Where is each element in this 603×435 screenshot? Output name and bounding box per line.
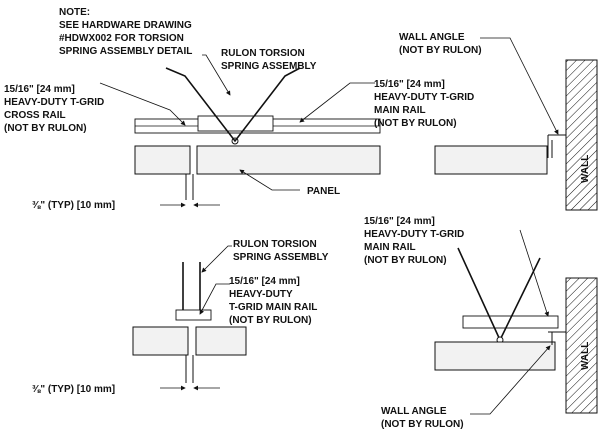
wall-angle-label-top-line-1: WALL ANGLE bbox=[399, 32, 465, 43]
panel-wall-top bbox=[434, 145, 548, 175]
note-line-4: SPRING ASSEMBLY DETAIL bbox=[59, 46, 192, 57]
cross-rail-label-line-3: CROSS RAIL bbox=[4, 110, 66, 121]
spring-label-bottom-line-1: RULON TORSION bbox=[233, 239, 317, 250]
wall-angle-label-bottom: WALL ANGLE (NOT BY RULON) bbox=[381, 406, 464, 430]
main-rail-label-top-line-3: MAIN RAIL bbox=[374, 105, 426, 116]
panel-left-bottom bbox=[132, 326, 189, 356]
torsion-spring-top-left bbox=[165, 67, 301, 143]
wall-label-top: WALL bbox=[580, 155, 591, 183]
panel-label: PANEL bbox=[307, 186, 340, 197]
cross-rail-label-line-1: 15/16" [24 mm] bbox=[4, 84, 75, 95]
main-rail-label-br-line-4: (NOT BY RULON) bbox=[364, 255, 447, 266]
spring-label-top-line-1: RULON TORSION bbox=[221, 48, 305, 59]
leader-lines bbox=[99, 37, 559, 415]
panel-right-top bbox=[196, 145, 381, 175]
main-rail-label-bl-line-2: HEAVY-DUTY bbox=[229, 289, 293, 300]
spring-label-bottom: RULON TORSION SPRING ASSEMBLY bbox=[233, 239, 329, 263]
main-rail-label-bl-line-1: 15/16" [24 mm] bbox=[229, 276, 300, 287]
main-rail-label-top-line-2: HEAVY-DUTY T-GRID bbox=[374, 92, 474, 103]
main-rail-label-br-line-1: 15/16" [24 mm] bbox=[364, 216, 435, 227]
note-line-1: NOTE: bbox=[59, 7, 90, 18]
panel-left-top bbox=[134, 145, 191, 175]
note-line-3: #HDWX002 FOR TORSION bbox=[59, 33, 184, 44]
spring-label-bottom-line-2: SPRING ASSEMBLY bbox=[233, 252, 329, 263]
wall-angle-label-top: WALL ANGLE (NOT BY RULON) bbox=[399, 32, 482, 56]
top-right-detail bbox=[434, 59, 598, 211]
panel-wall-bottom bbox=[434, 341, 556, 371]
panel-right-bottom bbox=[195, 326, 247, 356]
wall-angle-label-bottom-line-2: (NOT BY RULON) bbox=[381, 419, 464, 430]
main-rail-label-br-line-3: MAIN RAIL bbox=[364, 242, 416, 253]
main-rail-bottom-left bbox=[175, 309, 212, 321]
wall-top bbox=[565, 59, 598, 211]
note-line-2: SEE HARDWARE DRAWING bbox=[59, 20, 192, 31]
main-rail-label-top: 15/16" [24 mm] HEAVY-DUTY T-GRID MAIN RA… bbox=[374, 79, 474, 129]
gap-dimension-bottom: ⅜" (TYP) [10 mm] bbox=[32, 384, 115, 395]
main-rail-label-top-line-4: (NOT BY RULON) bbox=[374, 118, 457, 129]
cross-rail-label: 15/16" [24 mm] HEAVY-DUTY T-GRID CROSS R… bbox=[4, 84, 104, 134]
spring-housing-top-left bbox=[197, 115, 274, 132]
spring-label-top-line-2: SPRING ASSEMBLY bbox=[221, 61, 317, 72]
wall-label-bottom: WALL bbox=[580, 342, 591, 370]
main-rail-bottom-right bbox=[462, 315, 559, 329]
spring-label-top: RULON TORSION SPRING ASSEMBLY bbox=[221, 48, 317, 72]
bottom-right-detail bbox=[434, 247, 598, 414]
top-left-detail bbox=[134, 67, 381, 208]
main-rail-label-bl-line-3: T-GRID MAIN RAIL bbox=[229, 302, 317, 313]
main-rail-label-br-line-2: HEAVY-DUTY T-GRID bbox=[364, 229, 464, 240]
main-rail-label-bl-line-4: (NOT BY RULON) bbox=[229, 315, 312, 326]
bottom-left-detail bbox=[132, 262, 247, 391]
wall-angle-label-top-line-2: (NOT BY RULON) bbox=[399, 45, 482, 56]
main-rail-label-bottom-right: 15/16" [24 mm] HEAVY-DUTY T-GRID MAIN RA… bbox=[364, 216, 464, 266]
gap-dimension-top: ⅜" (TYP) [10 mm] bbox=[32, 200, 115, 211]
note-block: NOTE: SEE HARDWARE DRAWING #HDWX002 FOR … bbox=[59, 7, 192, 57]
cross-rail-label-line-2: HEAVY-DUTY T-GRID bbox=[4, 97, 104, 108]
main-rail-label-bottom-left: 15/16" [24 mm] HEAVY-DUTY T-GRID MAIN RA… bbox=[229, 276, 317, 326]
wall-bottom bbox=[565, 277, 598, 414]
wall-angle-label-bottom-line-1: WALL ANGLE bbox=[381, 406, 447, 417]
main-rail-label-top-line-1: 15/16" [24 mm] bbox=[374, 79, 445, 90]
cross-rail-label-line-4: (NOT BY RULON) bbox=[4, 123, 87, 134]
